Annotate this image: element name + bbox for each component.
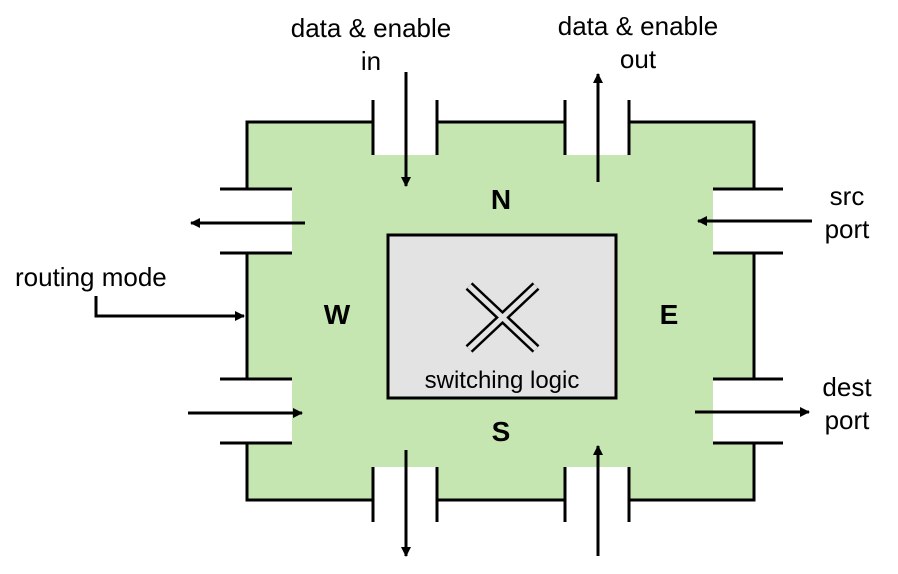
- src-port-label-line1: src: [830, 181, 865, 211]
- crossbar-x-icon: [465, 282, 540, 353]
- north-out-label-line1: data & enable: [558, 11, 718, 41]
- routing-mode-label: routing mode: [15, 262, 167, 292]
- side-label-south: S: [492, 416, 511, 447]
- west-out-port-notch: [220, 189, 292, 253]
- side-label-north: N: [491, 184, 511, 215]
- dest-port-label-line2: port: [825, 405, 871, 435]
- north-in-label-line2: in: [361, 46, 381, 76]
- dest-port-label-line1: dest: [822, 372, 872, 402]
- signal-arrows: [94, 72, 812, 557]
- side-label-east: E: [660, 299, 679, 330]
- src-port-label-line2: port: [825, 214, 871, 244]
- north-out-label-line2: out: [620, 44, 657, 74]
- routing-mode-arrow: [94, 296, 245, 321]
- north-in-label-line1: data & enable: [291, 13, 451, 43]
- port-brackets: [220, 100, 783, 522]
- west-in-port-notch: [220, 379, 292, 443]
- side-label-west: W: [324, 299, 351, 330]
- switching-logic-label: switching logic: [425, 367, 580, 394]
